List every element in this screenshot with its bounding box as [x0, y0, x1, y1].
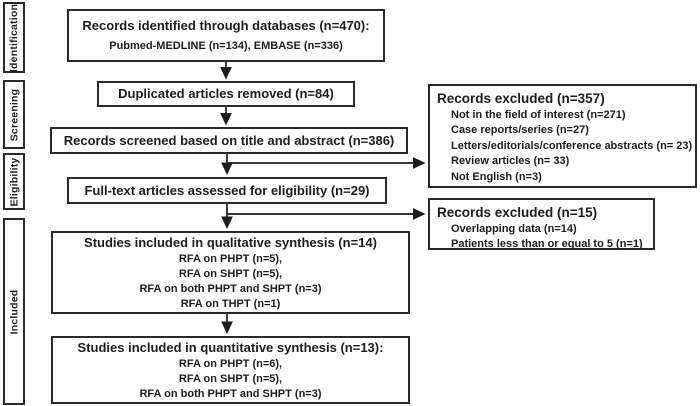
stage-identification: Identification [3, 2, 25, 73]
records-identified-title: Records identified through databases (n=… [82, 18, 370, 33]
excluded2-reason: Patients less than or equal to 5 (n=1) [451, 238, 643, 251]
quantitative-line: RFA on PHPT (n=6), [178, 357, 283, 370]
box-records-screened: Records screened based on title and abst… [50, 127, 408, 154]
duplicates-removed-title: Duplicated articles removed (n=84) [118, 86, 334, 101]
quantitative-synthesis-title: Studies included in quantitative synthes… [77, 339, 384, 355]
stage-label-included: Included [8, 289, 20, 334]
excluded1-reason: Review articles (n= 33) [451, 155, 570, 168]
stage-eligibility: Eligibility [3, 153, 25, 210]
excluded1-reason: Letters/editorials/conference abstracts … [451, 139, 693, 152]
excluded1-reason: Not English (n=3) [451, 170, 542, 183]
records-screened-title: Records screened based on title and abst… [63, 132, 395, 148]
box-duplicates-removed: Duplicated articles removed (n=84) [97, 81, 355, 107]
excluded1-reason: Case reports/series (n=27) [451, 124, 589, 137]
box-fulltext-assessed: Full-text articles assessed for eligibil… [67, 177, 387, 204]
box-records-excluded-eligibility: Records excluded (n=15) Overlapping data… [428, 198, 655, 250]
excluded2-reason: Overlapping data (n=14) [451, 223, 577, 235]
quantitative-line: RFA on SHPT (n=5), [178, 372, 283, 385]
stage-screening: Screening [3, 80, 25, 149]
qualitative-synthesis-title: Studies included in qualitative synthesi… [84, 234, 377, 250]
qualitative-line: RFA on SHPT (n=5), [178, 267, 283, 280]
qualitative-line: RFA on both PHPT and SHPT (n=3) [139, 282, 322, 295]
fulltext-assessed-title: Full-text articles assessed for eligibil… [84, 182, 370, 198]
box-quantitative-synthesis: Studies included in quantitative synthes… [51, 336, 410, 404]
excluded1-reason: Not in the field of interest (n=271) [451, 109, 626, 121]
box-qualitative-synthesis: Studies included in qualitative synthesi… [51, 231, 410, 314]
stage-label-identification: Identification [8, 3, 21, 72]
records-identified-sources: Pubmed-MEDLINE (n=134), EMBASE (n=336) [109, 40, 343, 52]
stage-included: Included [3, 218, 25, 405]
qualitative-line: RFA on PHPT (n=5), [178, 252, 283, 265]
stage-label-screening: Screening [8, 88, 21, 141]
quantitative-line: RFA on both PHPT and SHPT (n=3) [139, 387, 322, 400]
box-records-identified: Records identified through databases (n=… [67, 9, 385, 62]
excluded1-title: Records excluded (n=357) [437, 91, 605, 106]
stage-label-eligibility: Eligibility [8, 157, 20, 206]
qualitative-line: RFA on THPT (n=1) [180, 297, 281, 310]
box-records-excluded-screening: Records excluded (n=357) Not in the fiel… [428, 84, 697, 188]
excluded2-title: Records excluded (n=15) [437, 205, 598, 220]
